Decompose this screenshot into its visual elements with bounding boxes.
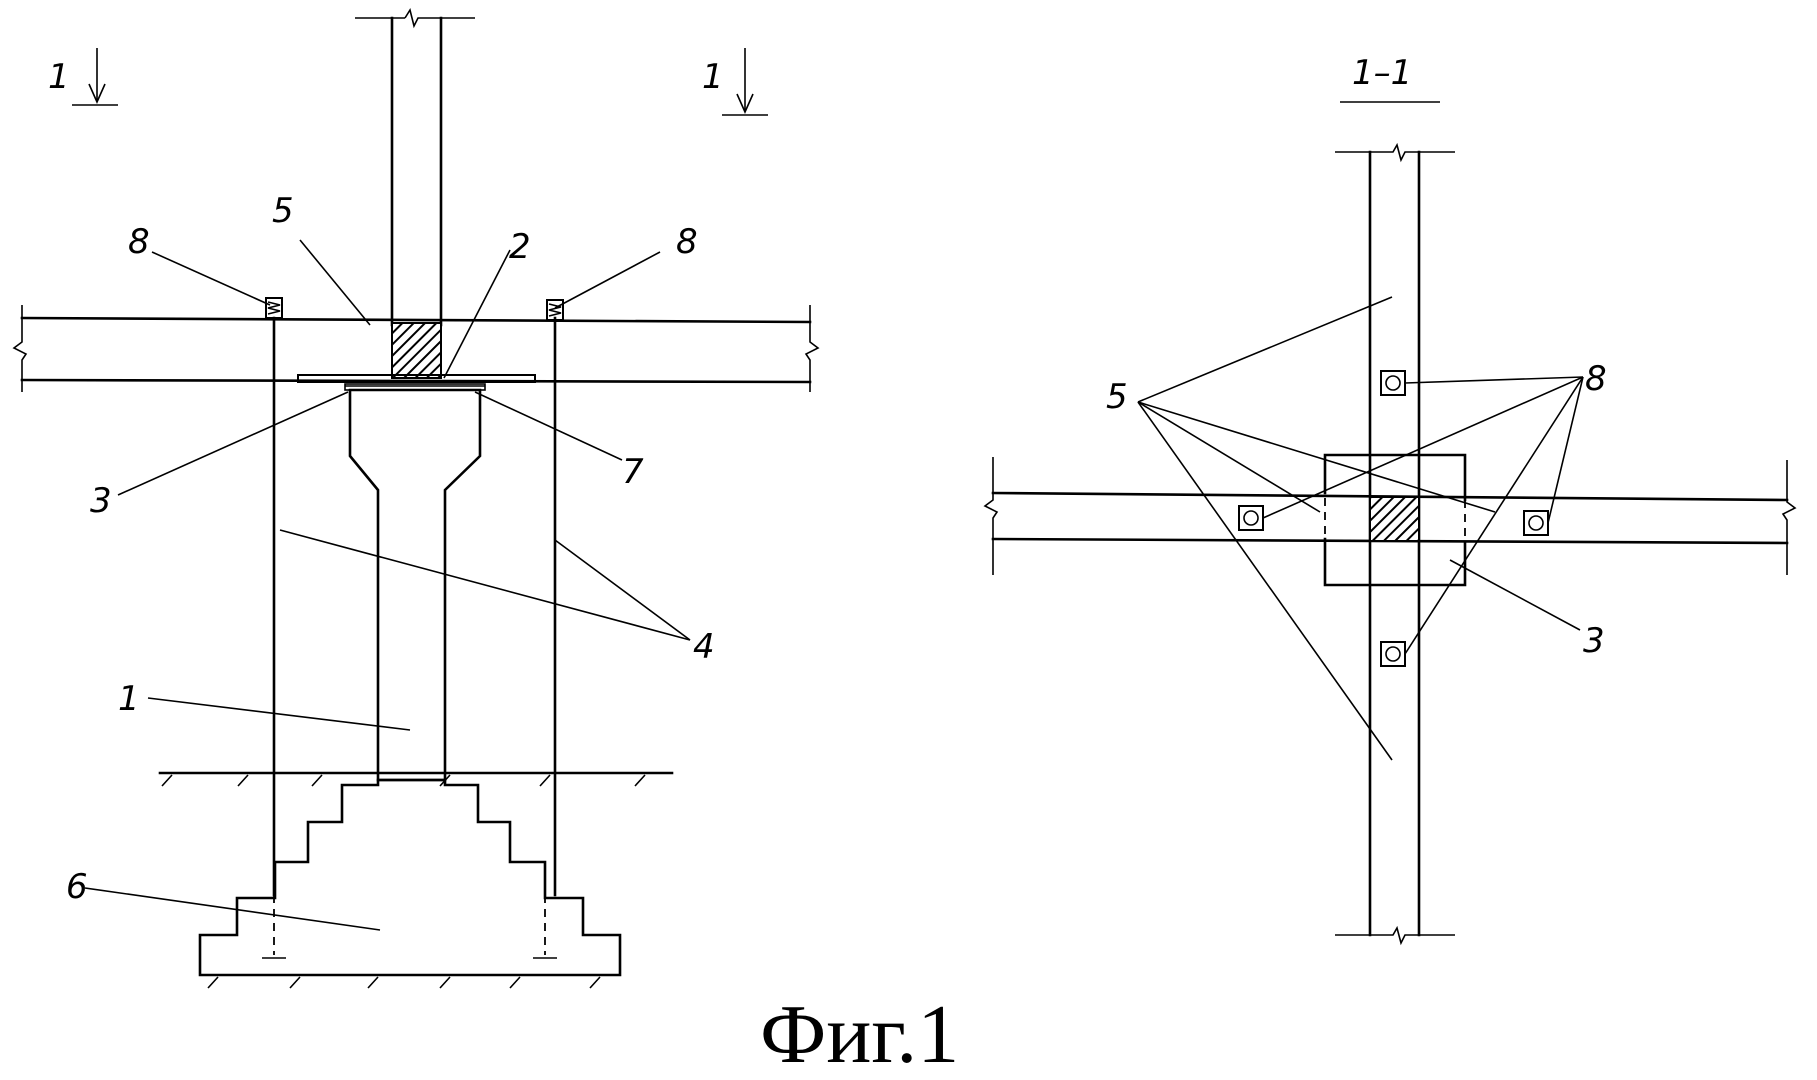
label-post: 1: [118, 679, 140, 719]
vertical-beam: [1335, 142, 1455, 946]
label-cap-plate: 7: [622, 452, 644, 492]
leader-lines-section: [1137, 296, 1584, 761]
plan-anchor-bottom: [1380, 641, 1406, 667]
label-plan-anchor: 8: [1585, 359, 1607, 399]
section-mark-left: 1: [48, 48, 118, 106]
section-mark-label-left: 1: [48, 57, 70, 97]
upper-column: [355, 7, 475, 327]
hatched-post-section: [1369, 496, 1420, 542]
plan-plate: [1323, 453, 1467, 587]
label-plan-plate: 3: [1583, 621, 1605, 661]
label-anchor-right: 8: [676, 222, 698, 262]
spring-anchor-left: [265, 297, 283, 319]
label-anchor-left: 8: [128, 222, 150, 262]
label-girder: 5: [272, 191, 294, 231]
label-plan-girder: 5: [1106, 377, 1128, 417]
plan-anchor-left: [1238, 505, 1264, 531]
plan-anchor-top: [1380, 370, 1406, 396]
stepped-foundation: [198, 778, 622, 989]
leader-lines-elevation: [84, 239, 691, 931]
hatched-column-section: [391, 322, 442, 379]
section-mark-label-right: 1: [702, 57, 724, 97]
label-ties: 4: [693, 627, 715, 667]
bearing-plate: [297, 374, 536, 391]
section-mark-right: 1: [702, 48, 768, 116]
label-shim: 2: [509, 227, 531, 267]
label-foundation: 6: [66, 867, 88, 907]
figure-caption: Фиг.1: [760, 988, 959, 1080]
girder: [12, 305, 820, 392]
elevation-view: 1 1 8 5 2 8 3 7 4: [12, 7, 820, 989]
label-plate: 3: [90, 481, 112, 521]
plan-anchor-right: [1523, 510, 1549, 536]
section-title: 1–1: [1352, 53, 1412, 93]
lower-post: [348, 388, 482, 782]
anchor-rods: [262, 316, 557, 959]
section-view: 1–1: [983, 53, 1797, 946]
spring-anchor-right: [546, 299, 564, 321]
